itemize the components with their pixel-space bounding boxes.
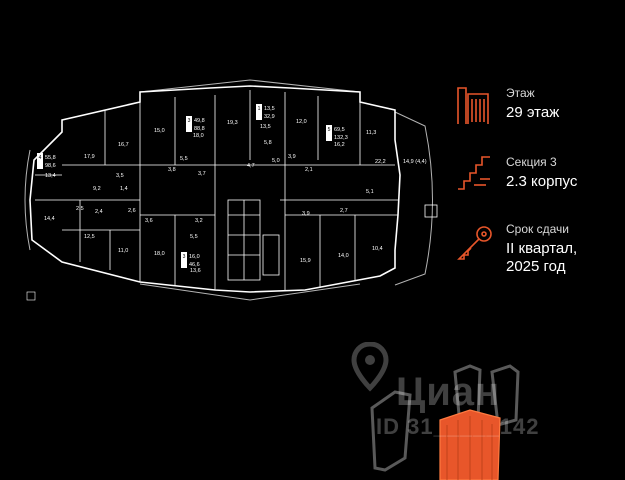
building-floors-icon — [457, 87, 489, 124]
unit-area: 32,9 — [264, 114, 275, 120]
room-area: 5,1 — [366, 189, 374, 195]
room-area: 22,2 — [375, 159, 386, 165]
location-pin-icon — [351, 342, 389, 392]
room-area: 5,8 — [264, 140, 272, 146]
room-area: 14,9 (4,4) — [403, 159, 427, 165]
unit-badge-num: 3 — [188, 118, 191, 124]
unit-area: 16,0 — [189, 254, 200, 260]
room-labels: 16,7 15,0 18,0 19,3 13,5 12,0 16,2 11,3 … — [44, 119, 427, 274]
room-area: 15,9 — [300, 258, 311, 264]
room-area: 3,5 — [116, 173, 124, 179]
room-area: 5,5 — [180, 156, 188, 162]
watermark: Циан ID 31_____142 — [350, 342, 620, 462]
room-area: 1,4 — [120, 186, 128, 192]
room-area: 4,7 — [247, 163, 255, 169]
room-area: 14,0 — [338, 253, 349, 259]
watermark-brand: Циан — [396, 370, 501, 414]
room-area: 9,2 — [93, 186, 101, 192]
floor-value: 29 этаж — [506, 104, 560, 121]
room-area: 2,5 — [76, 206, 84, 212]
key-icon — [457, 226, 492, 260]
room-area: 15,0 — [154, 128, 165, 134]
room-area: 16,7 — [118, 142, 129, 148]
unit-area: 13,5 — [264, 106, 275, 112]
watermark-id: ID 31_____142 — [376, 414, 540, 439]
room-area: 10,4 — [372, 246, 383, 252]
room-area: 3,8 — [168, 167, 176, 173]
unit-area: 88,8 — [194, 126, 205, 132]
room-area: 11,3 — [366, 130, 376, 136]
unit-area: 55,8 — [45, 155, 56, 161]
room-area: 13,4 — [45, 173, 56, 179]
unit-area: 132,3 — [334, 135, 348, 141]
room-area: 17,9 — [84, 154, 95, 160]
section-value: 2.3 корпус — [506, 173, 578, 190]
outer-shell — [24, 79, 433, 301]
room-area: 3,2 — [195, 218, 203, 224]
unit-area: 69,5 — [334, 127, 345, 133]
floor-label: Этаж — [506, 86, 535, 100]
stairs-section-icon — [458, 156, 490, 190]
room-area: 18,0 — [154, 251, 165, 257]
building-3d-thumbnail — [370, 364, 520, 480]
room-area: 2,6 — [128, 208, 136, 214]
room-area: 5,5 — [190, 234, 198, 240]
room-area: 2,1 — [305, 167, 313, 173]
balcony-marks — [26, 204, 438, 301]
room-area: 2,4 — [95, 209, 103, 215]
room-area: 5,0 — [272, 158, 280, 164]
room-area: 16,2 — [334, 142, 345, 148]
room-area: 13,5 — [260, 124, 271, 130]
room-area: 19,3 — [227, 120, 238, 126]
room-area: 14,4 — [44, 216, 55, 222]
unit-badge-num: 5 — [328, 127, 331, 133]
room-area: 2,7 — [340, 208, 348, 214]
room-area: 12,5 — [84, 234, 95, 240]
delivery-value-line1: II квартал, — [506, 240, 578, 257]
delivery-value-line2: 2025 год — [506, 258, 566, 275]
unit-area: 98,6 — [45, 163, 56, 169]
stair-core — [227, 199, 280, 281]
unit-badges: 4 55,8 98,6 3 49,8 88,8 1 13,5 32,9 5 69… — [37, 104, 348, 268]
room-area: 3,6 — [145, 218, 153, 224]
unit-badge-num: 4 — [39, 155, 42, 161]
delivery-label: Срок сдачи — [506, 222, 569, 236]
room-area: 3,9 — [302, 211, 310, 217]
interior-walls — [35, 90, 398, 290]
unit-area: 49,8 — [194, 118, 205, 124]
section-label: Секция 3 — [506, 155, 557, 169]
unit-badge-num: 3 — [183, 254, 186, 260]
unit-area: 46,6 — [189, 262, 200, 268]
room-area: 18,0 — [193, 133, 204, 139]
unit-badge-num: 1 — [258, 106, 261, 112]
room-area: 3,9 — [288, 154, 296, 160]
room-area: 13,6 — [190, 268, 201, 274]
room-area: 3,7 — [198, 171, 206, 177]
room-area: 12,0 — [296, 119, 307, 125]
room-area: 11,0 — [118, 248, 128, 254]
